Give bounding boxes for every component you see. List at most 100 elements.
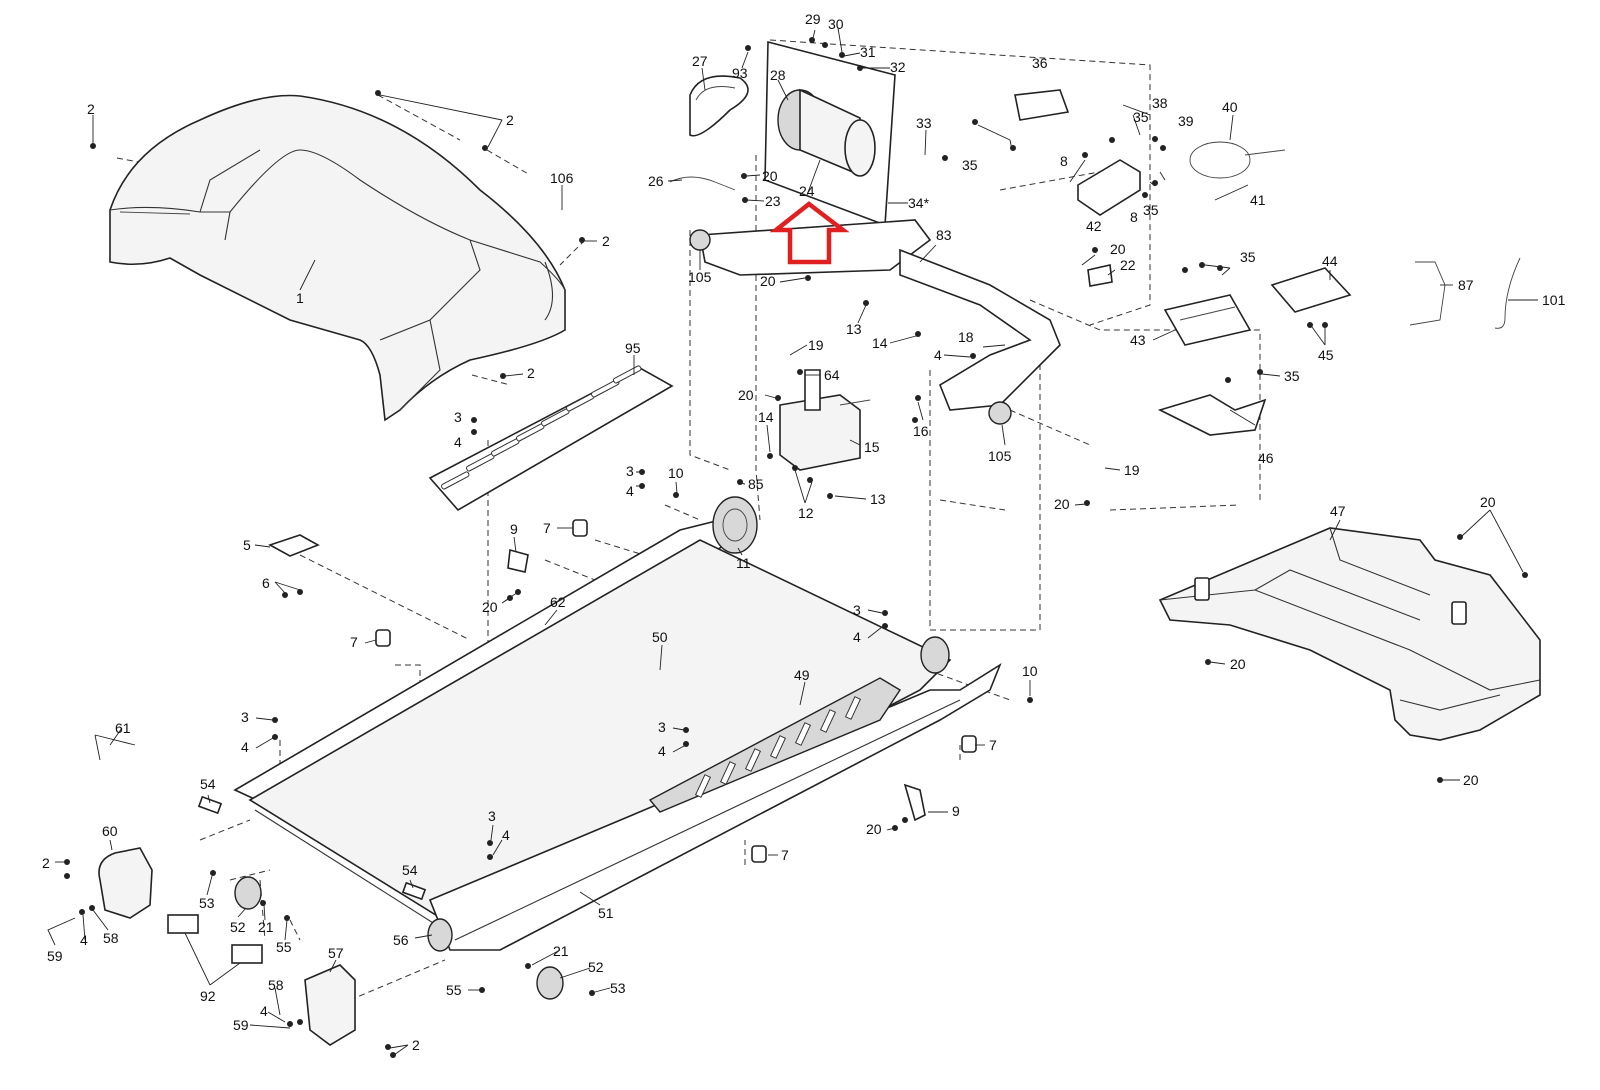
callout-4: 4	[241, 739, 249, 755]
callout-35: 35	[1240, 249, 1256, 265]
callout-10: 10	[668, 465, 684, 481]
callout-14: 14	[872, 335, 888, 351]
side-cover-slots	[694, 696, 862, 798]
wheel-105	[988, 401, 1012, 425]
callout-59: 59	[233, 1017, 249, 1033]
callout-7: 7	[781, 847, 789, 863]
callout-22: 22	[1120, 257, 1136, 273]
callout-53: 53	[199, 895, 215, 911]
wheel-52a	[234, 876, 262, 910]
transformer-36	[1014, 89, 1070, 121]
callout-52: 52	[588, 959, 604, 975]
callout-51: 51	[598, 905, 614, 921]
controller-43	[1163, 294, 1252, 346]
callout-44: 44	[1322, 253, 1338, 269]
callout-50: 50	[652, 629, 668, 645]
callout-3: 3	[626, 463, 634, 479]
highlight-arrow	[769, 201, 850, 265]
electronics-components	[669, 89, 1521, 436]
callout-19: 19	[1124, 462, 1140, 478]
deck-plate-95	[428, 365, 674, 512]
callout-labels: 1 2 2 2 2 106 95 3 4 27 93 28 29 30 31 3…	[42, 11, 1566, 1053]
callout-16: 16	[913, 423, 929, 439]
callout-43: 43	[1130, 332, 1146, 348]
bracket-42	[1077, 159, 1141, 216]
callout-41: 41	[1250, 192, 1266, 208]
callout-83: 83	[936, 227, 952, 243]
end-cap-60	[98, 847, 153, 919]
callout-3: 3	[853, 602, 861, 618]
callout-24: 24	[799, 183, 815, 199]
deck-frame-assembly	[233, 496, 1002, 952]
callout-93: 93	[732, 65, 748, 81]
power-cord-40	[1189, 141, 1251, 179]
callout-15: 15	[864, 439, 880, 455]
callout-28: 28	[770, 67, 786, 83]
callout-53: 53	[610, 980, 626, 996]
callout-20: 20	[760, 273, 776, 289]
callout-42: 42	[1086, 218, 1102, 234]
callout-27: 27	[692, 53, 708, 69]
callout-19: 19	[808, 337, 824, 353]
callout-9: 9	[510, 521, 518, 537]
callout-46: 46	[1258, 450, 1274, 466]
callout-29: 29	[805, 11, 821, 27]
callout-34: 34*	[908, 195, 930, 211]
callout-55: 55	[446, 982, 462, 998]
callout-9: 9	[952, 803, 960, 819]
callout-30: 30	[828, 16, 844, 32]
callout-3: 3	[488, 808, 496, 824]
callout-3: 3	[241, 709, 249, 725]
callout-2: 2	[412, 1037, 420, 1053]
callout-62: 62	[550, 594, 566, 610]
callout-20: 20	[482, 599, 498, 615]
callout-35: 35	[1133, 109, 1149, 125]
rear-roller-56	[427, 918, 453, 952]
callout-40: 40	[1222, 99, 1238, 115]
callout-33: 33	[916, 115, 932, 131]
callout-14: 14	[758, 409, 774, 425]
wire-87	[1409, 261, 1446, 326]
callout-4: 4	[626, 483, 634, 499]
callout-95: 95	[625, 340, 641, 356]
callout-106: 106	[550, 170, 574, 186]
callout-8: 8	[1060, 153, 1068, 169]
callout-2: 2	[42, 855, 50, 871]
callout-2: 2	[527, 365, 535, 381]
callout-101: 101	[1542, 292, 1566, 308]
callout-105: 105	[688, 269, 712, 285]
callout-3: 3	[658, 719, 666, 735]
pulley-11	[712, 496, 758, 554]
callout-1: 1	[296, 290, 304, 306]
callout-64: 64	[824, 367, 840, 383]
wheel-52b	[536, 966, 564, 1000]
callout-20: 20	[866, 821, 882, 837]
callout-11: 11	[736, 555, 751, 571]
board-46	[1157, 394, 1267, 436]
callout-54: 54	[200, 776, 216, 792]
callout-85: 85	[748, 476, 764, 492]
callout-31: 31	[860, 44, 876, 60]
callout-59: 59	[47, 948, 63, 964]
callout-61: 61	[115, 720, 131, 736]
bumper-92a	[167, 914, 199, 934]
callout-7: 7	[350, 634, 358, 650]
callout-4: 4	[853, 629, 861, 645]
callout-58: 58	[268, 977, 284, 993]
callout-2: 2	[506, 112, 514, 128]
callout-52: 52	[230, 919, 246, 935]
callout-20: 20	[1230, 656, 1246, 672]
callout-10: 10	[1022, 663, 1038, 679]
callout-58: 58	[103, 930, 119, 946]
end-cap-57	[304, 964, 356, 1046]
callout-4: 4	[260, 1003, 268, 1019]
callout-20: 20	[1480, 494, 1496, 510]
callout-7: 7	[543, 520, 551, 536]
callout-38: 38	[1152, 95, 1168, 111]
callout-6: 6	[262, 575, 270, 591]
callout-18: 18	[958, 329, 974, 345]
callout-23: 23	[765, 193, 781, 209]
callout-36: 36	[1032, 55, 1048, 71]
callout-20: 20	[1054, 496, 1070, 512]
